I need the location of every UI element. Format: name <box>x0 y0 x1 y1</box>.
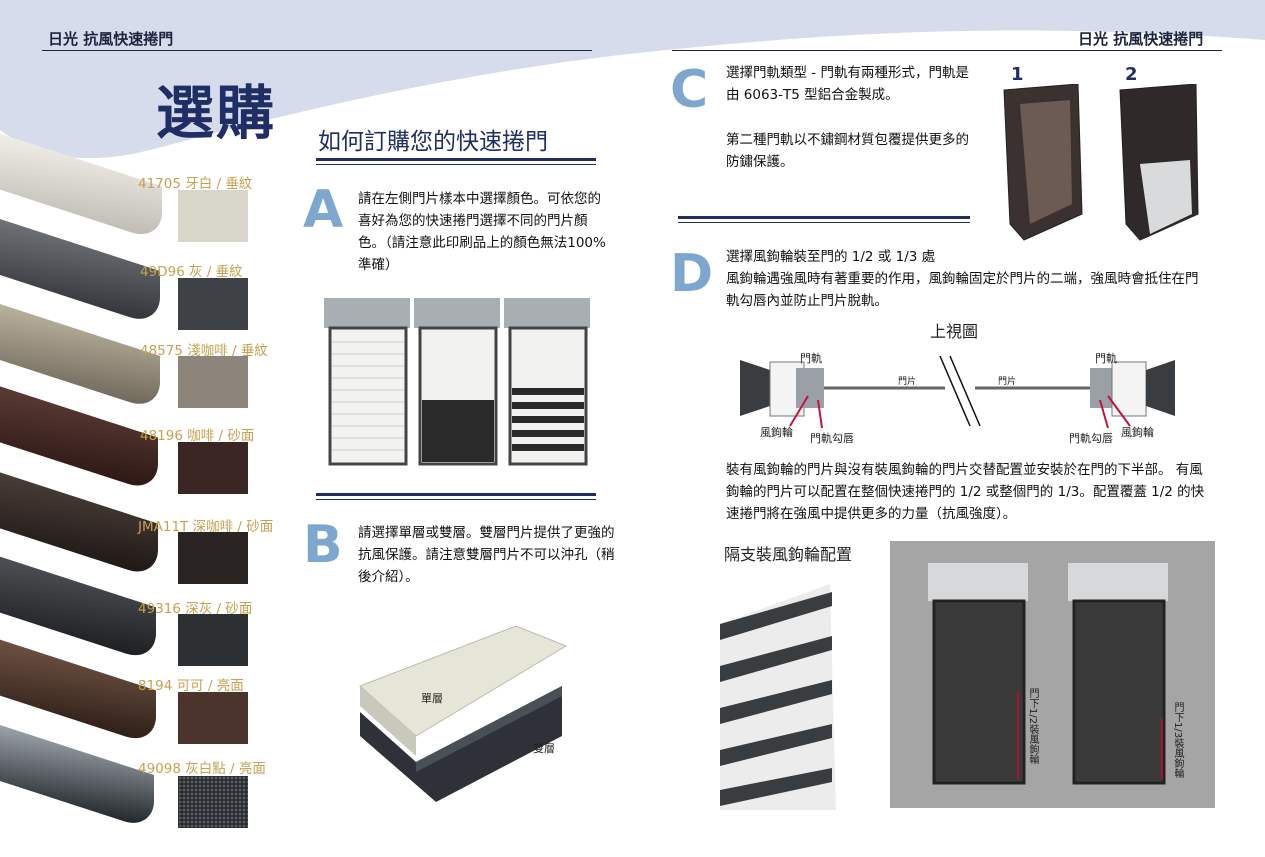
header-brand-right: 日光 抗風快速捲門 <box>1078 30 1204 48</box>
swatch-label-8: 49098 灰白點 / 亮面 <box>138 761 266 777</box>
swatch-label-1: 41705 牙白 / 垂紋 <box>138 176 253 192</box>
step-d-letter: D <box>670 244 714 304</box>
slat-label-right: 門片 <box>998 377 1017 387</box>
slat-cocoa <box>0 639 156 747</box>
slat-speckled <box>0 724 154 832</box>
step-d-text: 風鉤輪遇強風時有著重要的作用，風鉤輪固定於門片的二端，強風時會抵住在門軌勾唇內並… <box>726 271 1199 309</box>
door-color-options-image <box>324 298 590 466</box>
swatch-2[interactable] <box>178 278 248 330</box>
step-c-rule <box>678 216 970 223</box>
alternating-slats-image <box>720 584 836 810</box>
single-layer-label: 單層 <box>421 692 443 705</box>
rail-type-2-number: 2 <box>1125 64 1138 85</box>
swatch-label-2: 49D96 灰 / 垂紋 <box>140 264 243 280</box>
door-third-label: 門下1/3裝風鉤輪 <box>1172 702 1183 779</box>
slat-grey <box>0 219 160 327</box>
rail-label-right: 門軌 <box>1095 352 1117 365</box>
step-c-letter: C <box>670 60 709 120</box>
step-c-text-1: 選擇門軌類型 - 門軌有兩種形式，門軌是由 6063-T5 型鋁合金製成。 <box>726 65 969 103</box>
door-half-label: 門下1/2裝風鉤輪 <box>1027 688 1038 765</box>
swatch-5[interactable] <box>178 532 248 584</box>
top-view-diagram <box>740 355 1175 429</box>
swatch-label-4: 48196 咖啡 / 砂面 <box>140 428 255 444</box>
step-a-letter: A <box>303 180 344 240</box>
header-rule-right <box>672 50 1222 51</box>
step-b-letter: B <box>303 515 343 575</box>
slat-stack <box>0 120 175 857</box>
step-d-heading: 選擇風鉤輪裝至門的 1/2 或 1/3 處 <box>726 249 936 265</box>
swatch-4[interactable] <box>178 442 248 494</box>
swatch-8[interactable] <box>178 776 248 828</box>
step-b-text: 請選擇單層或雙層。雙層門片提供了更強的抗風保護。請注意雙層門片不可以沖孔（稍後介… <box>358 525 615 585</box>
swatch-3[interactable] <box>178 356 248 408</box>
step-a-rule <box>316 493 596 500</box>
step-a-text: 請在左側門片樣本中選擇顏色。可依您的喜好為您的快速捲門選擇不同的門片顏色。（請注… <box>358 191 606 273</box>
door-config-drawing <box>928 563 1168 785</box>
swatch-7[interactable] <box>178 692 248 744</box>
rail-types-image <box>1003 84 1199 241</box>
rail-lip-label-left: 門軌勾唇 <box>810 432 854 445</box>
page-title: 選購 <box>156 79 277 147</box>
swatch-label-7: 8194 可可 / 亮面 <box>138 678 244 694</box>
swatch-label-6: 49316 深灰 / 砂面 <box>138 601 253 617</box>
hook-wheel-label-left: 風鉤輪 <box>760 426 793 439</box>
header-brand-left: 日光 抗風快速捲門 <box>48 30 174 48</box>
alt-config-title: 隔支裝風鉤輪配置 <box>724 545 853 564</box>
rail-type-1-number: 1 <box>1011 64 1024 85</box>
rail-label-left: 門軌 <box>800 352 822 365</box>
section-title: 如何訂購您的快速捲門 <box>318 129 548 155</box>
door-config-photo <box>890 541 1215 808</box>
top-view-title: 上視圖 <box>930 322 979 341</box>
hook-wheel-label-right: 風鉤輪 <box>1121 426 1154 439</box>
swatch-1[interactable] <box>178 190 248 242</box>
slat-label-left: 門片 <box>898 377 917 387</box>
single-double-slat-image <box>359 626 568 802</box>
swatch-label-5: JMA11T 深咖啡 / 砂面 <box>138 519 274 535</box>
double-layer-label: 雙層 <box>533 742 555 755</box>
config-paragraph: 裝有風鉤輪的門片與沒有裝風鉤輪的門片交替配置並安裝於在門的下半部。 有風鉤輪的門… <box>726 462 1205 522</box>
section-title-rule <box>316 158 596 165</box>
swatch-label-3: 48575 淺咖啡 / 垂紋 <box>140 343 268 359</box>
step-c-text-2: 第二種門軌以不鏽鋼材質包覆提供更多的防鏽保護。 <box>726 132 969 170</box>
swatch-6[interactable] <box>178 614 248 666</box>
rail-lip-label-right: 門軌勾唇 <box>1069 432 1113 445</box>
header-rule-left <box>42 50 592 51</box>
